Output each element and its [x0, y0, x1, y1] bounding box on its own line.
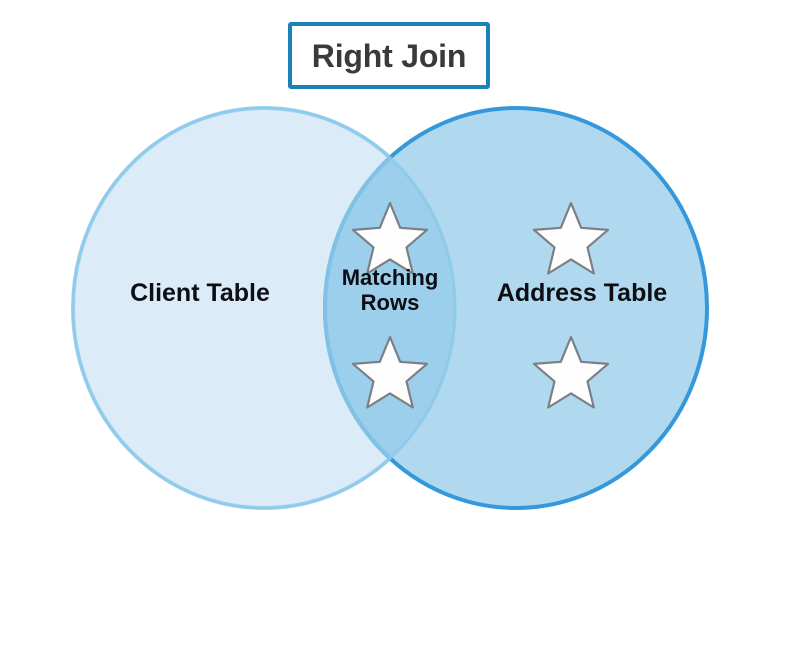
star-intersection-top-icon	[351, 201, 429, 275]
star-intersection-bottom-icon	[351, 335, 429, 409]
star-right-bottom-icon	[532, 335, 610, 409]
intersection-label: Matching Rows	[341, 265, 439, 315]
diagram-title-box: Right Join	[288, 22, 490, 89]
intersection-region	[323, 108, 455, 508]
right-set-label: Address Table	[496, 279, 668, 307]
left-set-label: Client Table	[130, 279, 270, 307]
star-group	[351, 201, 610, 409]
page-title: Right Join	[311, 37, 467, 74]
left-set-outline	[71, 106, 457, 510]
star-right-top-icon	[532, 201, 610, 275]
